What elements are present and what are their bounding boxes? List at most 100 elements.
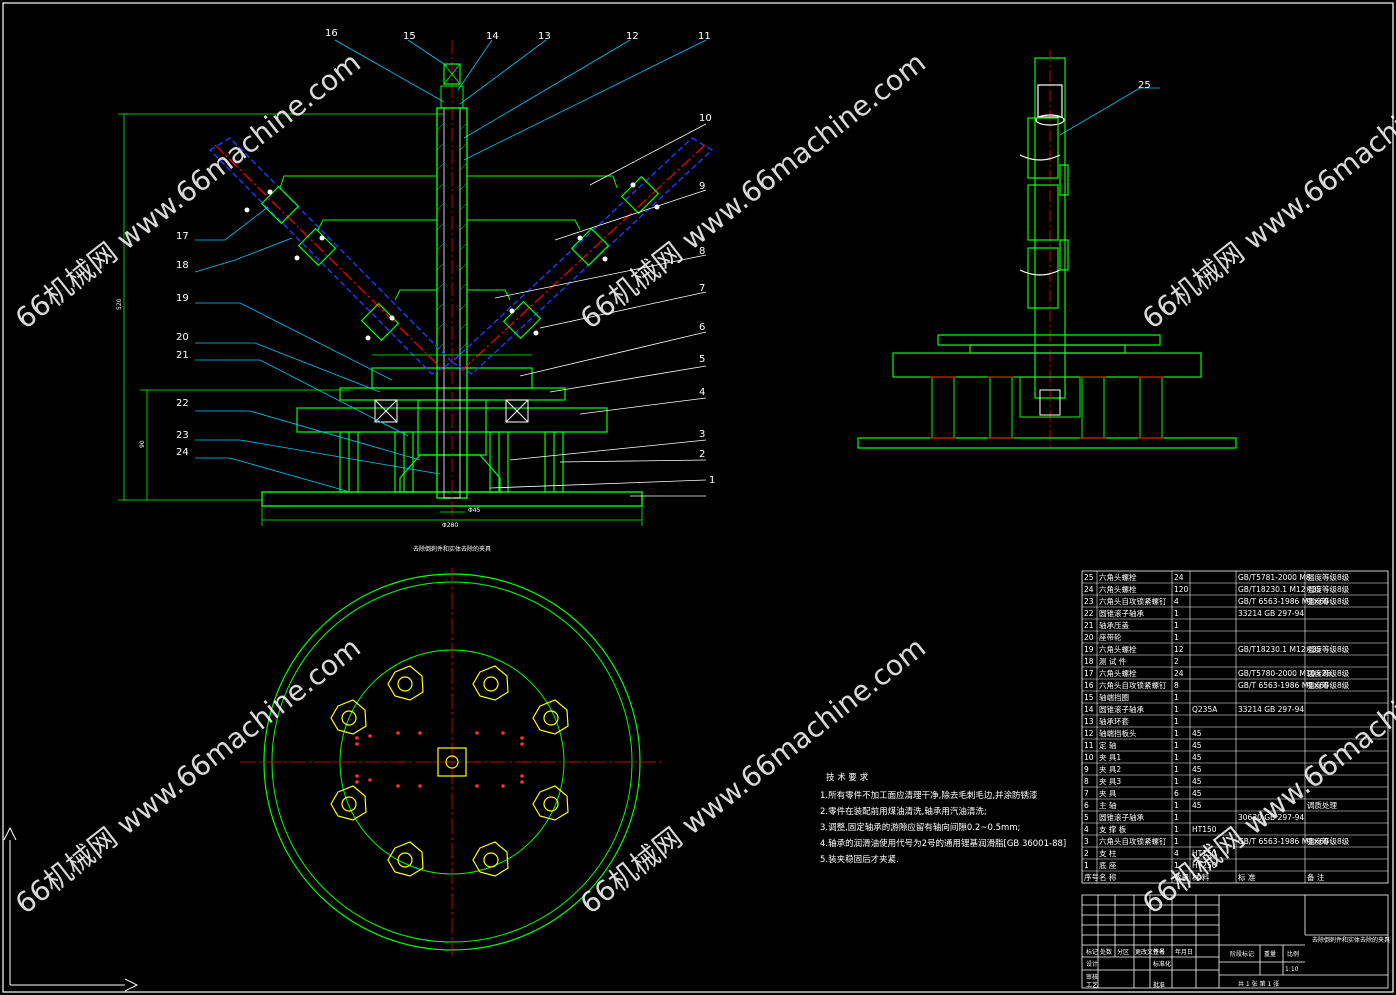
bom-cell-qty: 1	[1174, 693, 1179, 702]
bom-cell-qty: 1	[1174, 777, 1179, 786]
front-view-caption: 去除倒刺件和实体去除的夹具	[413, 545, 491, 553]
bom-cell-qty: 1	[1174, 753, 1179, 762]
bom-cell-no: 6	[1084, 801, 1089, 810]
tb-mark-label: 标记	[1086, 948, 1098, 956]
bom-cell-note: 强度等级8级	[1307, 836, 1350, 846]
bom-cell-name: 六角头螺栓	[1099, 584, 1137, 594]
bom-cell-name: 六角头螺栓	[1099, 668, 1137, 678]
part-label-5: 5	[699, 354, 705, 365]
bom-cell-name: 六角头螺栓	[1099, 572, 1137, 582]
bom-cell-qty: 8	[1174, 681, 1179, 690]
part-label-22: 22	[176, 398, 189, 409]
part-label-18: 18	[176, 260, 189, 271]
bom-cell-standard: GB/T18230.1 M12×35	[1238, 645, 1322, 654]
bom-cell-qty: 6	[1174, 789, 1179, 798]
tech-note-5: 5.装夹稳固后才夹紧.	[820, 854, 899, 865]
part-label-10: 10	[699, 113, 712, 124]
bom-cell-qty: 1	[1174, 633, 1179, 642]
part-label-13: 13	[538, 31, 551, 42]
bom-cell-name: 轴端挡圈	[1099, 692, 1129, 702]
dim-small-text: Φ45	[468, 507, 481, 514]
bom-cell-name: 夹 具2	[1099, 764, 1121, 774]
bom-cell-name: 圆锥滚子轴承	[1099, 704, 1144, 714]
bom-cell-no: 3	[1084, 837, 1089, 846]
part-label-20: 20	[176, 332, 189, 343]
bom-cell-name: 轴承压盖	[1099, 620, 1129, 630]
right-arm	[450, 137, 714, 375]
bom-cell-standard: 33214 GB 297-94	[1238, 705, 1304, 714]
bom-cell-standard: GB/T 6563-1986 M8×60	[1238, 837, 1329, 846]
tb-sheet: 共 1 张 第 1 张	[1238, 980, 1279, 988]
tb-design-label: 设计	[1086, 960, 1098, 968]
bom-cell-name: 六角头自攻锁紧螺钉	[1099, 836, 1167, 846]
part-label-2: 2	[699, 449, 705, 460]
bom-cell-qty: 24	[1174, 669, 1184, 678]
front-view: Φ280 Φ45 520 90 1 2 3 4 5 6 7 8 9 10 11 …	[116, 28, 715, 553]
tb-sign-label: 签名	[1153, 948, 1165, 956]
tb-scale-label: 比例	[1287, 950, 1299, 958]
tb-stage-label: 阶段标记	[1230, 950, 1254, 958]
tb-approve-label: 批准	[1153, 981, 1165, 989]
bom-cell-qty: 12	[1174, 645, 1184, 654]
title-block-text: 标记 处数 分区 更改文件号 签名 年月日 设计 标准化 审核 工艺 批准 阶段…	[1086, 936, 1390, 989]
tb-std-label: 标准化	[1153, 960, 1171, 968]
bom-cell-material: HT150	[1192, 825, 1217, 834]
part-label-12: 12	[626, 31, 639, 42]
tech-note-4: 4.轴承的润滑油使用代号为2号的通用锂基润滑脂[GB 36001-88]	[820, 838, 1066, 849]
part-label-16: 16	[325, 28, 338, 39]
bom-cell-no: 13	[1084, 717, 1094, 726]
bom-cell-name: 夹 具3	[1099, 776, 1121, 786]
bom-cell-note: 强度等级8级	[1307, 596, 1350, 606]
bom-cell-standard: GB/T5780-2000 M10×25	[1238, 669, 1331, 678]
watermarks: 66机械网 www.66machine.com 66机械网 www.66mach…	[9, 46, 1396, 921]
tb-scale-value: 1:10	[1285, 966, 1299, 973]
tb-process-label: 工艺	[1086, 981, 1098, 989]
bom-cell-note: 强度等级8级	[1307, 584, 1350, 594]
bom-cell-name: 六角头自攻锁紧螺钉	[1099, 680, 1167, 690]
part-label-1: 1	[709, 475, 715, 486]
bom-cell-material: 45	[1192, 801, 1202, 810]
bom-header-no: 序号	[1084, 872, 1099, 882]
bom-cell-material: HT150	[1192, 849, 1217, 858]
part-label-15: 15	[403, 31, 416, 42]
tb-change-label: 更改文件号	[1135, 948, 1165, 956]
bom-cell-name: 底 座	[1099, 860, 1117, 870]
bom-cell-name: 圆锥滚子轴承	[1099, 812, 1144, 822]
bom-cell-qty: 1	[1174, 837, 1179, 846]
part-label-14: 14	[486, 31, 499, 42]
bom-cell-qty: 120	[1174, 585, 1189, 594]
bom-cell-name: 支 柱	[1099, 848, 1117, 858]
bom-cell-material: 45	[1192, 765, 1202, 774]
bom-cell-qty: 1	[1174, 861, 1179, 870]
part-label-11: 11	[698, 31, 711, 42]
bom-cell-note: 强度等级8级	[1307, 668, 1350, 678]
part-label-21: 21	[176, 350, 189, 361]
watermark: 66机械网 www.66machine.com	[1136, 46, 1396, 336]
bom-cell-name: 六角头螺栓	[1099, 644, 1137, 654]
bom-cell-no: 12	[1084, 729, 1094, 738]
bom-cell-qty: 1	[1174, 765, 1179, 774]
part-label-6: 6	[699, 322, 705, 333]
bom-cell-name: 主 轴	[1099, 800, 1116, 810]
bom-cell-name: 测 试 件	[1099, 656, 1127, 666]
dim-overall-text: Φ280	[442, 522, 458, 529]
bom-cell-name: 轴端挡板头	[1099, 728, 1137, 738]
part-label-4: 4	[699, 387, 705, 398]
title-block	[1081, 894, 1389, 989]
dim-height-lower-text: 90	[139, 440, 146, 448]
bom-cell-material: Q235A	[1192, 705, 1218, 714]
bom-cell-qty: 1	[1174, 729, 1179, 738]
bom-cell-no: 2	[1084, 849, 1089, 858]
tech-notes-title: 技 术 要 求	[826, 772, 869, 783]
tech-notes: 技 术 要 求 1.所有零件不加工面应清理干净,除去毛刺毛边,并涂防锈漆 2.零…	[820, 772, 1066, 865]
bom-cell-qty: 1	[1174, 705, 1179, 714]
bom-cell-note: 强度等级8级	[1307, 572, 1350, 582]
bom-cell-no: 5	[1084, 813, 1089, 822]
bom-header-note: 备 注	[1307, 872, 1325, 882]
bom-cell-qty: 1	[1174, 717, 1179, 726]
bom-cell-no: 7	[1084, 789, 1089, 798]
bom-cell-qty: 4	[1174, 849, 1179, 858]
top-view	[240, 568, 664, 956]
bom-cell-no: 16	[1084, 681, 1094, 690]
